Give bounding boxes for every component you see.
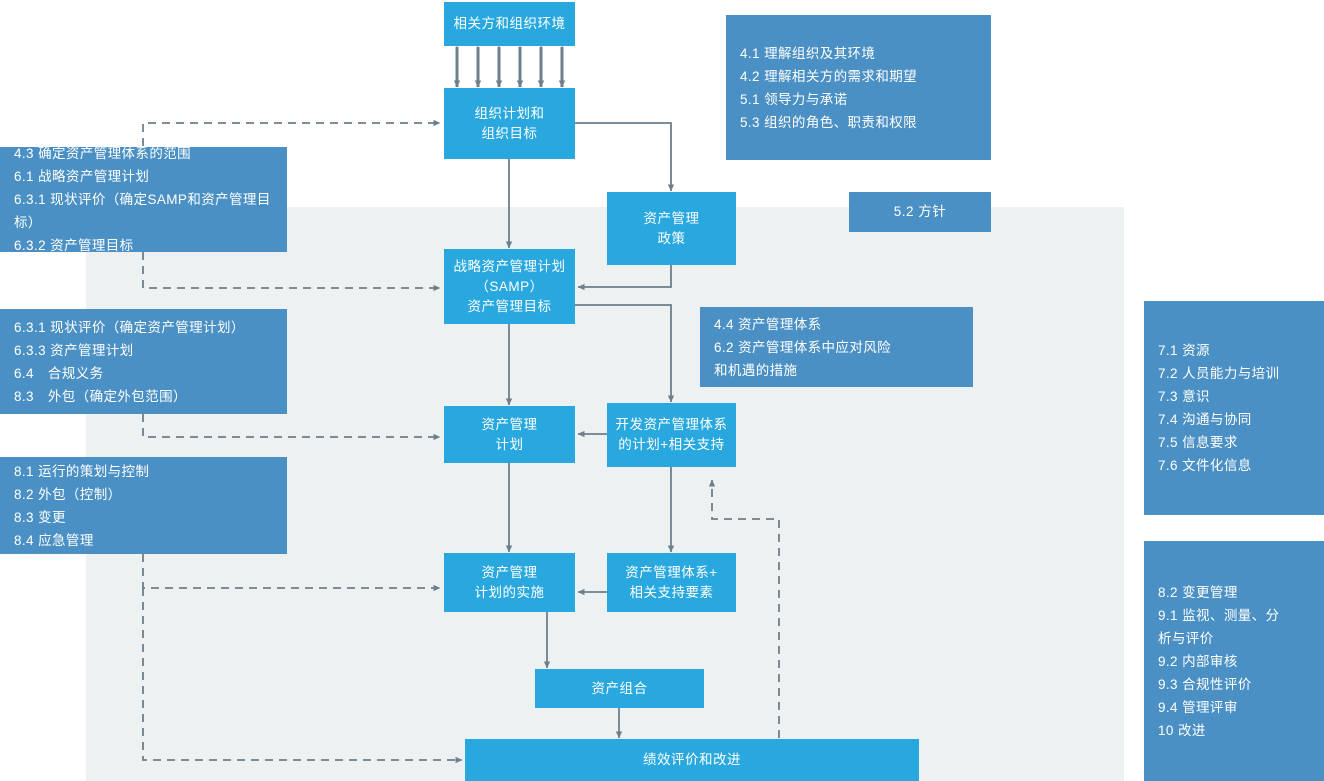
sidebox-line: 8.2 外包（控制）: [14, 486, 122, 502]
sidebox-line: 8.1 运行的策划与控制: [14, 463, 150, 479]
sidebox-line: 7.6 文件化信息: [1158, 458, 1252, 473]
node-line: 资产管理目标: [467, 298, 552, 314]
sidebox-line: 7.2 人员能力与培训: [1158, 366, 1280, 381]
sidebox-line: 6.3.1 现状评价（确定资产管理计划）: [14, 319, 245, 335]
node-policy-5-2[interactable]: 5.2 方针: [849, 192, 991, 232]
sidebox-line: 4.3 确定资产管理体系的范围: [14, 146, 192, 161]
node-line: 5.2 方针: [893, 204, 947, 219]
sidebox-right-1[interactable]: 7.1 资源 7.2 人员能力与培训 7.3 意识 7.4 沟通与协同 7.5 …: [1144, 301, 1324, 515]
sidebox-left-3[interactable]: 8.1 运行的策划与控制 8.2 外包（控制） 8.3 变更 8.4 应急管理: [0, 457, 287, 554]
sidebox-left-1[interactable]: 4.3 确定资产管理体系的范围 6.1 战略资产管理计划 6.3.1 现状评价（…: [0, 146, 287, 253]
sidebox-line: 7.1 资源: [1158, 343, 1210, 358]
node-line: 开发资产管理体系: [615, 417, 728, 432]
sidebox-line: 5.1 领导力与承诺: [740, 91, 848, 107]
node-line: 组织计划和: [474, 105, 545, 121]
sidebox-line: 析与评价: [1158, 630, 1214, 646]
sidebox-line: 6.2 资产管理体系中应对风险: [714, 339, 892, 355]
sidebox-line: 7.3 意识: [1158, 389, 1210, 404]
node-line: 相关支持要素: [629, 584, 714, 600]
node-samp[interactable]: 战略资产管理计划 （SAMP） 资产管理目标: [444, 249, 575, 324]
sidebox-line: 6.3.3 资产管理计划: [14, 342, 134, 358]
node-line: 相关方和组织环境: [453, 16, 566, 31]
sidebox-line: 4.1 理解组织及其环境: [740, 45, 876, 61]
sidebox-line: 10 改进: [1158, 722, 1206, 738]
sidebox-line: 8.4 应急管理: [14, 532, 94, 548]
node-line: 资产管理: [481, 416, 538, 432]
node-line: 资产管理: [481, 564, 538, 580]
sidebox-line: 6.3.1 现状评价（确定SAMP和资产管理目标）: [14, 192, 271, 230]
sidebox-line: 6.4 合规义务: [14, 365, 104, 381]
node-line: 资产管理: [643, 210, 700, 226]
sidebox-line: 4.4 资产管理体系: [714, 316, 822, 332]
node-line: 计划: [495, 436, 524, 452]
sidebox-line: 6.1 战略资产管理计划: [14, 169, 150, 184]
node-line: 绩效评价和改进: [643, 752, 741, 767]
node-line: 计划的实施: [474, 584, 545, 600]
node-ams-support[interactable]: 资产管理体系+ 相关支持要素: [607, 553, 736, 612]
node-am-plan[interactable]: 资产管理 计划: [444, 406, 575, 463]
sidebox-line: 8.3 外包（确定外包范围）: [14, 388, 187, 404]
sidebox-right-2[interactable]: 8.2 变更管理 9.1 监视、测量、分 析与评价 9.2 内部审核 9.3 合…: [1144, 541, 1324, 781]
sidebox-mid-right[interactable]: 4.4 资产管理体系 6.2 资产管理体系中应对风险 和机遇的措施: [700, 307, 973, 387]
node-line: 资产组合: [591, 680, 648, 696]
node-line: 战略资产管理计划: [453, 258, 566, 274]
node-line: 资产管理体系+: [625, 564, 718, 580]
node-am-plan-impl[interactable]: 资产管理 计划的实施: [444, 553, 575, 612]
sidebox-line: 5.3 组织的角色、职责和权限: [740, 114, 918, 130]
node-line: 的计划+相关支持: [618, 437, 725, 452]
node-line: 组织目标: [481, 125, 538, 141]
sidebox-line: 9.4 管理评审: [1158, 699, 1238, 715]
sidebox-line: 8.2 变更管理: [1158, 584, 1238, 600]
node-develop-ams[interactable]: 开发资产管理体系 的计划+相关支持: [607, 403, 736, 467]
sidebox-line: 6.3.2 资产管理目标: [14, 238, 134, 253]
sidebox-line: 9.1 监视、测量、分: [1158, 607, 1280, 623]
sidebox-line: 9.2 内部审核: [1158, 653, 1238, 669]
sidebox-top-right[interactable]: 4.1 理解组织及其环境 4.2 理解相关方的需求和期望 5.1 领导力与承诺 …: [726, 15, 991, 160]
node-org-plan[interactable]: 组织计划和 组织目标: [444, 88, 575, 159]
node-line: 政策: [657, 230, 686, 246]
sidebox-line: 和机遇的措施: [714, 362, 798, 378]
sidebox-line: 8.3 变更: [14, 509, 66, 525]
sidebox-line: 7.4 沟通与协同: [1158, 412, 1252, 427]
node-stakeholders[interactable]: 相关方和组织环境: [444, 2, 575, 46]
node-am-policy[interactable]: 资产管理 政策: [607, 192, 736, 265]
node-line: （SAMP）: [475, 278, 544, 294]
sidebox-line: 9.3 合规性评价: [1158, 676, 1252, 692]
node-performance[interactable]: 绩效评价和改进: [465, 739, 919, 781]
sidebox-line: 4.2 理解相关方的需求和期望: [740, 68, 918, 84]
sidebox-line: 7.5 信息要求: [1158, 435, 1238, 450]
sidebox-left-2[interactable]: 6.3.1 现状评价（确定资产管理计划） 6.3.3 资产管理计划 6.4 合规…: [0, 309, 287, 414]
node-portfolio[interactable]: 资产组合: [535, 669, 704, 708]
